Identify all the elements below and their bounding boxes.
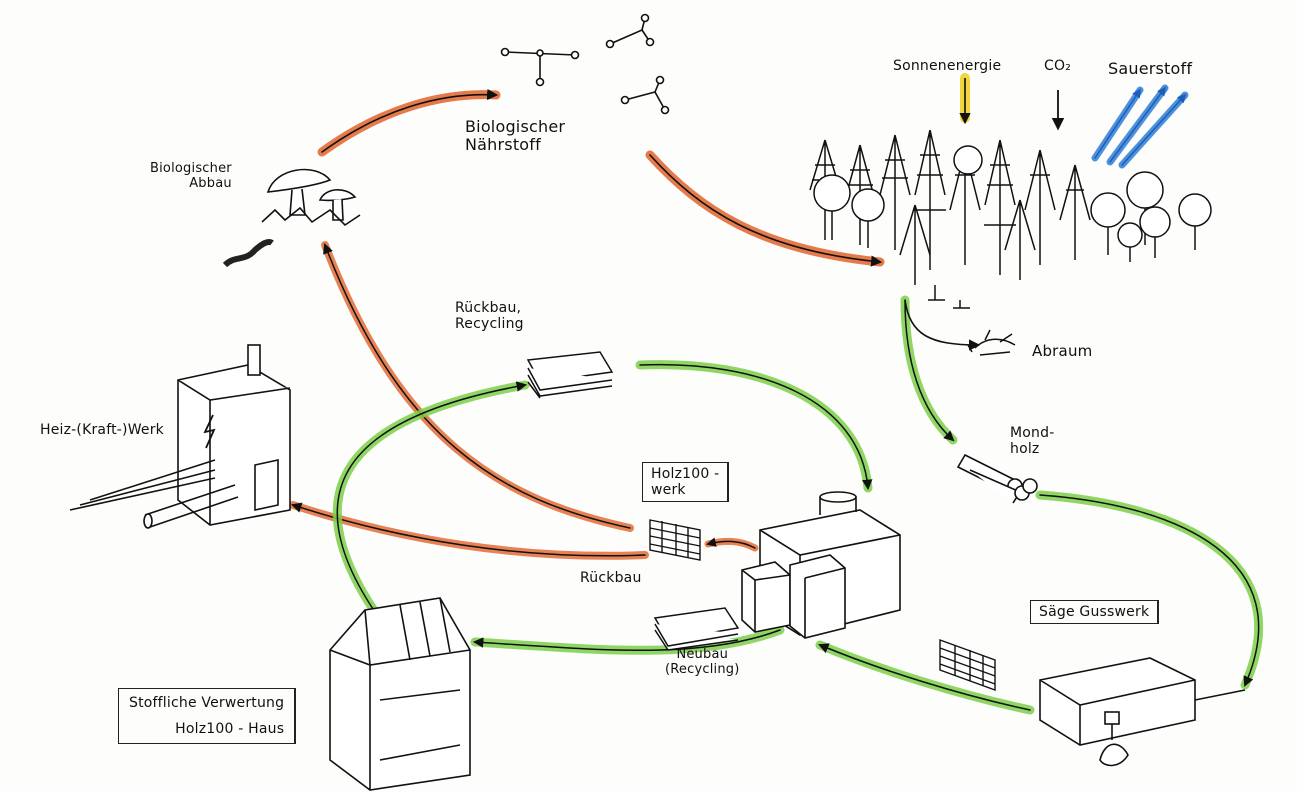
neubau-board-stack-icon <box>653 607 740 651</box>
mushroom-decomposition-icon <box>222 168 361 268</box>
label-stoffliche-verwertung-line2: Holz100 - Haus <box>175 721 285 738</box>
nutrient-molecules-icon <box>500 13 670 115</box>
technical-cycle-arrows <box>332 295 1263 715</box>
label-abraum: Abraum <box>1032 342 1093 360</box>
deciduous-trees <box>813 145 1212 262</box>
conifer-trees <box>809 129 1091 285</box>
label-sauerstoff: Sauerstoff <box>1108 59 1193 78</box>
label-rueckbau-recycling: Rückbau, Recycling <box>455 300 524 333</box>
arrow-mondholz-to-saegewerk <box>1035 490 1263 690</box>
biological-cycle-arrows <box>289 88 885 560</box>
heizwerk-building-icon <box>69 344 291 529</box>
label-stoffliche-verwertung-line1: Stoffliche Verwertung <box>129 695 285 711</box>
label-heiz-kraft-werk: Heiz-(Kraft-)Werk <box>40 422 164 438</box>
holz100-werk-building-icon <box>741 491 901 639</box>
label-rueckbau: Rückbau <box>580 570 642 586</box>
holz100-haus-icon <box>329 597 471 791</box>
saegewerk-building-icon <box>1039 657 1246 767</box>
arrow-saegewerk-to-holzwerk <box>815 640 1035 715</box>
label-mondholz: Mond- holz <box>1010 425 1055 458</box>
label-neubau-recycling: Neubau (Recycling) <box>665 647 740 677</box>
label-sonnenenergie: Sonnenenergie <box>893 58 1002 74</box>
arrow-forest-to-abraum <box>904 299 981 351</box>
label-stoffliche-verwertung: Stoffliche Verwertung Holz100 - Haus <box>118 688 297 745</box>
arrow-naehrstoff-to-forest <box>645 150 885 267</box>
timber-stack-icon <box>649 519 701 561</box>
label-holz100-werk: Holz100 - werk <box>642 462 730 503</box>
label-co2: CO₂ <box>1044 58 1072 74</box>
label-biologischer-abbau: Biologischer Abbau <box>150 161 232 191</box>
oxygen-arrows <box>1091 84 1189 169</box>
recycling-board-stack-icon <box>526 351 614 399</box>
label-saege-gusswerk: Säge Gusswerk <box>1030 600 1160 625</box>
abraum-debris-icon <box>967 329 1016 356</box>
saege-timber-stack-icon <box>939 639 996 691</box>
mondholz-logs-icon <box>956 453 1038 504</box>
label-biologischer-naehrstoff: Biologischer Nährstoff <box>465 117 566 155</box>
forest-icon <box>809 129 1212 309</box>
